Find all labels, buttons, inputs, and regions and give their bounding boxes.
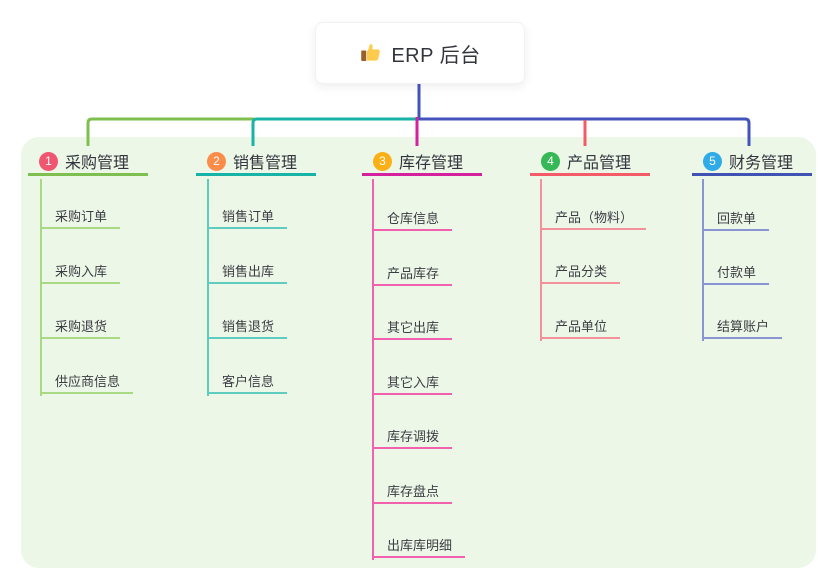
root-title: ERP 后台: [391, 44, 481, 67]
canvas-panel: [21, 137, 816, 568]
branch-label: 采购管理: [65, 155, 130, 172]
branch-number-badge: 1: [39, 151, 58, 171]
branch-header-sales[interactable]: 2 销售管理: [196, 149, 316, 176]
child-node[interactable]: 其它入库: [372, 372, 453, 395]
child-node[interactable]: 回款单: [702, 208, 770, 231]
branch-header-purchase[interactable]: 1 采购管理: [28, 149, 148, 176]
branch-header-product[interactable]: 4 产品管理: [530, 149, 650, 176]
child-node[interactable]: 采购入库: [40, 261, 121, 284]
child-node[interactable]: 产品库存: [372, 263, 453, 286]
branch-label: 产品管理: [567, 155, 632, 172]
child-node[interactable]: 销售订单: [207, 206, 288, 229]
branch-label: 销售管理: [233, 155, 298, 172]
branch-tree-line: [207, 179, 209, 396]
branch-label: 财务管理: [729, 155, 794, 172]
child-node[interactable]: 库存盘点: [372, 481, 453, 504]
child-node[interactable]: 采购退货: [40, 316, 121, 339]
child-node[interactable]: 其它出库: [372, 317, 453, 340]
root-node[interactable]: ERP 后台: [315, 22, 525, 84]
branch-number-badge: 5: [703, 151, 722, 171]
branch-header-finance[interactable]: 5 财务管理: [692, 149, 812, 176]
child-node[interactable]: 销售退货: [207, 316, 288, 339]
child-node[interactable]: 结算账户: [702, 316, 783, 339]
branch-tree-line: [702, 179, 704, 341]
child-node[interactable]: 出库库明细: [372, 535, 466, 558]
branch-number-badge: 4: [541, 151, 560, 171]
child-node[interactable]: 供应商信息: [40, 371, 134, 394]
branch-tree-line: [372, 179, 374, 560]
child-node[interactable]: 仓库信息: [372, 208, 453, 231]
child-node[interactable]: 产品分类: [540, 261, 621, 284]
child-node[interactable]: 采购订单: [40, 206, 121, 229]
child-node[interactable]: 付款单: [702, 262, 770, 285]
branch-tree-line: [40, 179, 42, 396]
child-node[interactable]: 客户信息: [207, 371, 288, 394]
branch-label: 库存管理: [399, 155, 464, 172]
branch-tree-line: [540, 179, 542, 341]
thumbs-up-icon: [359, 42, 382, 65]
branch-number-badge: 3: [373, 151, 392, 171]
branch-number-badge: 2: [207, 151, 226, 171]
child-node[interactable]: 产品单位: [540, 316, 621, 339]
child-node[interactable]: 库存调拨: [372, 426, 453, 449]
child-node[interactable]: 销售出库: [207, 261, 288, 284]
branch-header-inventory[interactable]: 3 库存管理: [362, 149, 482, 176]
child-node[interactable]: 产品（物料）: [540, 207, 647, 230]
